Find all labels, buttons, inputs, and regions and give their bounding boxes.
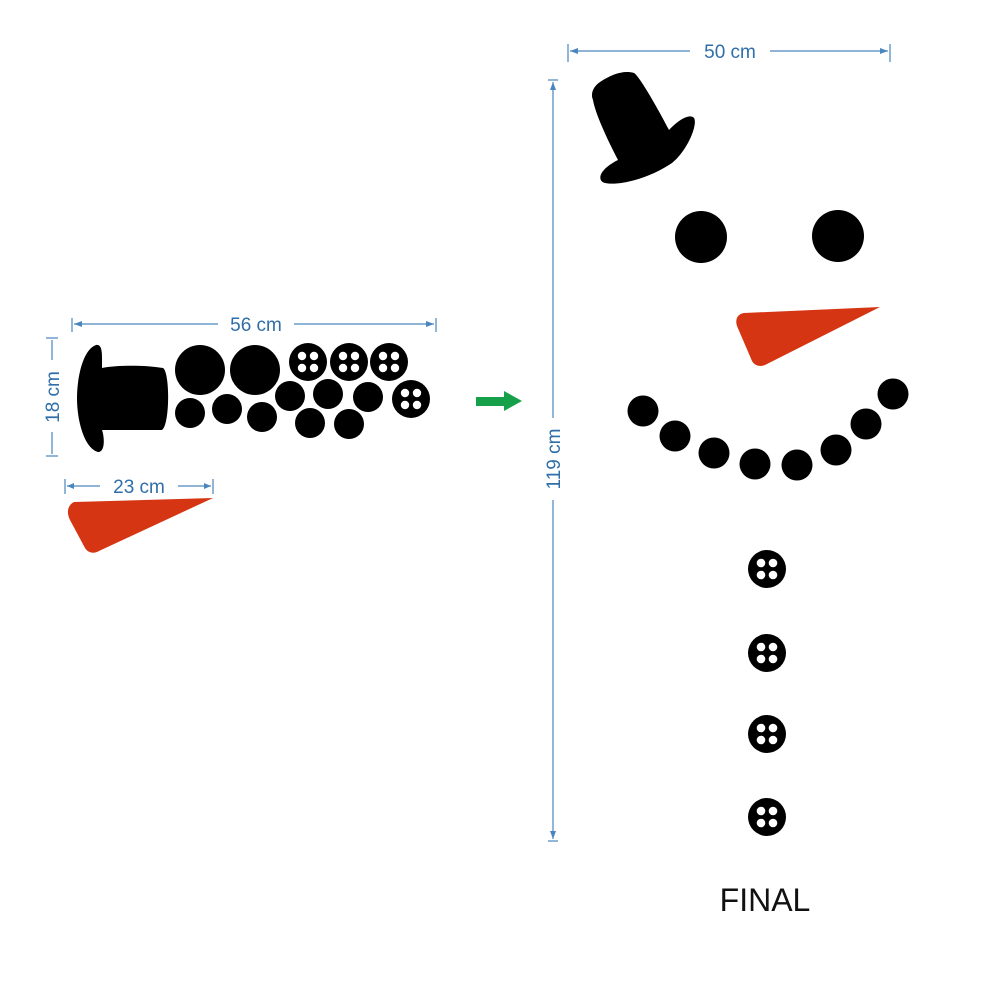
- kit-height-label: 18 cm: [43, 371, 64, 423]
- final-carrot-nose: [736, 307, 880, 366]
- right-arrow-icon: [476, 391, 522, 411]
- kit-eye-circle: [175, 345, 225, 395]
- final-hat-shape: [591, 72, 695, 184]
- final-height-dimension: 119 cm: [544, 79, 565, 842]
- final-right-eye: [812, 210, 864, 262]
- kit-width-dimension: 56 cm: [71, 315, 437, 336]
- kit-hat-shape: [77, 344, 169, 452]
- final-width-dimension: 50 cm: [567, 42, 891, 63]
- final-width-label: 50 cm: [704, 42, 756, 63]
- carrot-width-dimension: 23 cm: [64, 477, 214, 498]
- final-buttons: [748, 550, 786, 836]
- final-caption: FINAL: [720, 882, 811, 918]
- kit-buttons: [289, 343, 430, 418]
- kit-height-dimension: 18 cm: [43, 337, 64, 457]
- kit-mouth-dots: [175, 379, 383, 439]
- final-smile-dots: [627, 378, 909, 481]
- kit-carrot-nose: [67, 498, 213, 553]
- carrot-width-label: 23 cm: [113, 477, 165, 498]
- final-left-eye: [675, 211, 727, 263]
- final-height-label: 119 cm: [544, 429, 565, 490]
- kit-width-label: 56 cm: [230, 315, 282, 336]
- kit-eye-circle: [230, 345, 280, 395]
